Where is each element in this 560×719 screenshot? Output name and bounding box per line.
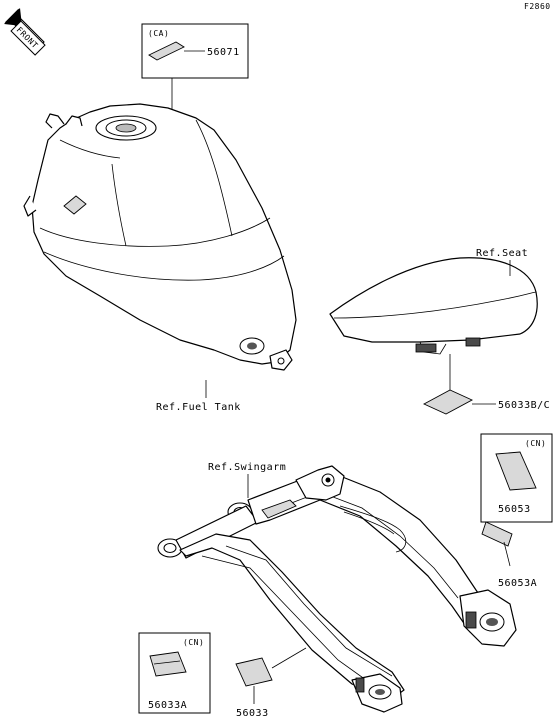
part-number-56033: 56033 xyxy=(236,708,269,719)
part-number-56033a: 56033A xyxy=(148,700,187,711)
label-decal-56053a xyxy=(481,521,513,547)
callout-box-56053: (CN) 56053 xyxy=(480,433,553,523)
front-arrow-icon: FRONT xyxy=(4,8,46,56)
region-code-ca: (CA) xyxy=(148,29,169,38)
callout-box-56033a: (CN) 56033A xyxy=(138,632,211,714)
label-decal-56071 xyxy=(148,41,185,61)
region-code-cn-upper: (CN) xyxy=(525,439,546,448)
label-decal-56033a xyxy=(149,651,187,677)
region-code-cn-lower: (CN) xyxy=(183,638,204,647)
swingarm xyxy=(157,465,517,713)
seat xyxy=(329,257,538,355)
part-number-56071: 56071 xyxy=(207,47,240,58)
label-decal-56033bc xyxy=(422,389,474,415)
part-number-56033bc: 56033B/C xyxy=(498,400,550,411)
part-number-56053a: 56053A xyxy=(498,578,537,589)
label-decal-56033 xyxy=(235,657,273,687)
figure-code: F2860 xyxy=(524,2,551,11)
ref-fuel-tank: Ref.Fuel Tank xyxy=(156,402,241,413)
ref-seat: Ref.Seat xyxy=(476,248,528,259)
label-decal-56053 xyxy=(495,451,537,491)
fuel-tank xyxy=(23,103,297,371)
ref-swingarm: Ref.Swingarm xyxy=(208,462,286,473)
callout-box-56071: (CA) 56071 xyxy=(141,23,249,150)
part-number-56053: 56053 xyxy=(498,504,531,515)
